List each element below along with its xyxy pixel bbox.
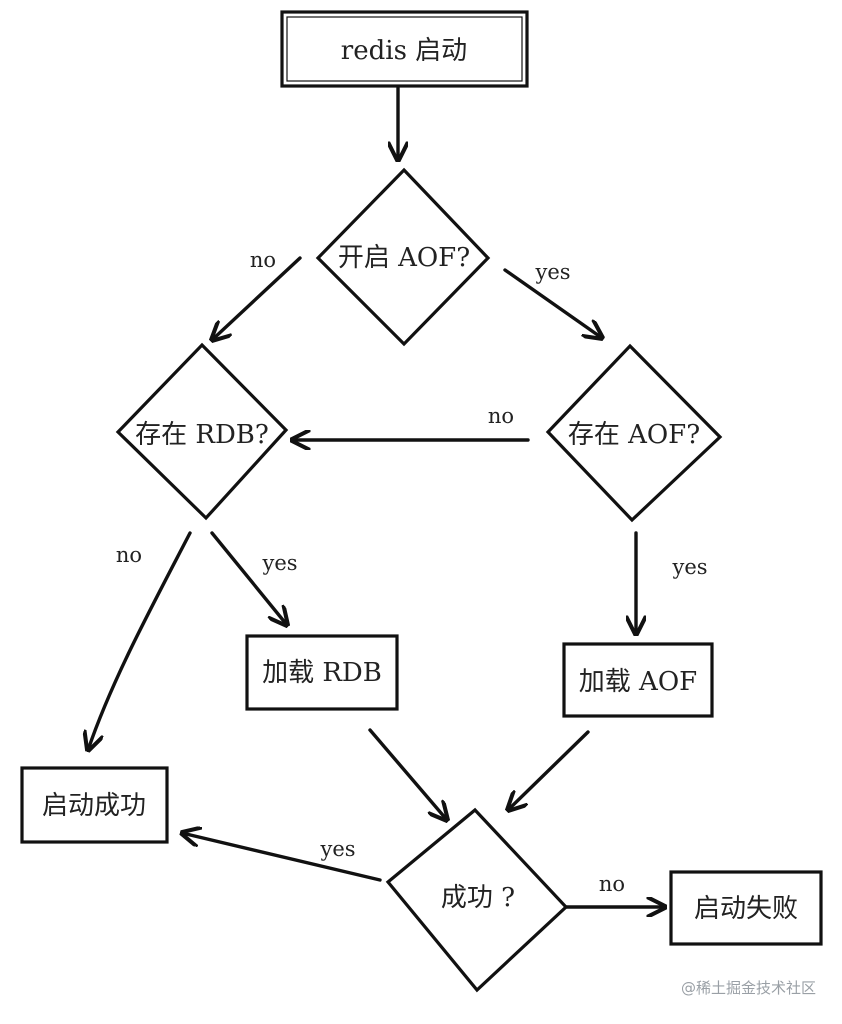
node-label: redis 启动 [341,36,467,66]
edge-label-aof-exists-no: no [488,404,514,428]
edge-rdb-exists-yes [210,531,287,625]
watermark: @稀土掘金技术社区 [680,979,816,997]
node-aof-enabled: 开启 AOF? [315,167,491,347]
node-label: 加载 RDB [262,658,382,688]
node-label: 存在 AOF? [568,420,700,450]
edge-label-rdb-exists-no: no [116,543,142,567]
node-label: 启动失败 [694,894,798,924]
edge-labels: no yes no no yes yes yes no [116,248,708,896]
edge-load-aof-to-check [508,730,590,810]
node-aof-exists: 存在 AOF? [545,343,723,523]
edge-rdb-exists-no [88,531,192,750]
node-label: 开启 AOF? [338,243,470,273]
node-label: 存在 RDB? [135,420,269,450]
edge-success-yes [182,833,382,882]
node-label: 加载 AOF [579,667,697,697]
edge-label-aof-enabled-yes: yes [534,260,570,284]
edge-aof-enabled-no [212,256,302,340]
edge-label-rdb-exists-yes: yes [261,551,297,575]
node-rdb-exists: 存在 RDB? [115,342,289,521]
node-start-fail: 启动失败 [669,870,823,946]
node-load-aof: 加载 AOF [562,642,714,718]
node-load-rdb: 加载 RDB [245,634,399,711]
node-label: 启动成功 [42,791,146,821]
edge-load-rdb-to-check [368,728,447,820]
node-success-check: 成功 ? [385,807,569,993]
edge-label-success-no: no [599,872,625,896]
edges [88,86,665,907]
edge-label-success-yes: yes [319,837,355,861]
node-redis-start: redis 启动 [280,10,529,88]
edge-label-aof-enabled-no: no [250,248,276,272]
node-start-success: 启动成功 [20,766,169,844]
edge-label-aof-exists-yes: yes [671,555,707,579]
edge-aof-enabled-yes [503,268,602,338]
node-label: 成功 ? [441,883,515,913]
